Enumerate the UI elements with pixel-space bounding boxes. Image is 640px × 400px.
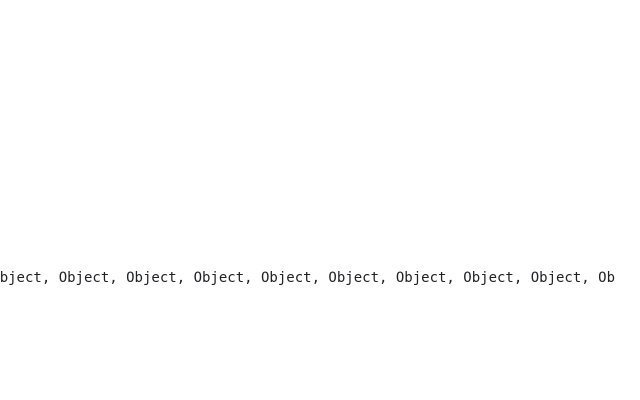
console-output-line: 10248) [Object, Object, Object, Object, …: [0, 268, 640, 288]
console-output-text[interactable]: 10248) [Object, Object, Object, Object, …: [0, 270, 615, 286]
